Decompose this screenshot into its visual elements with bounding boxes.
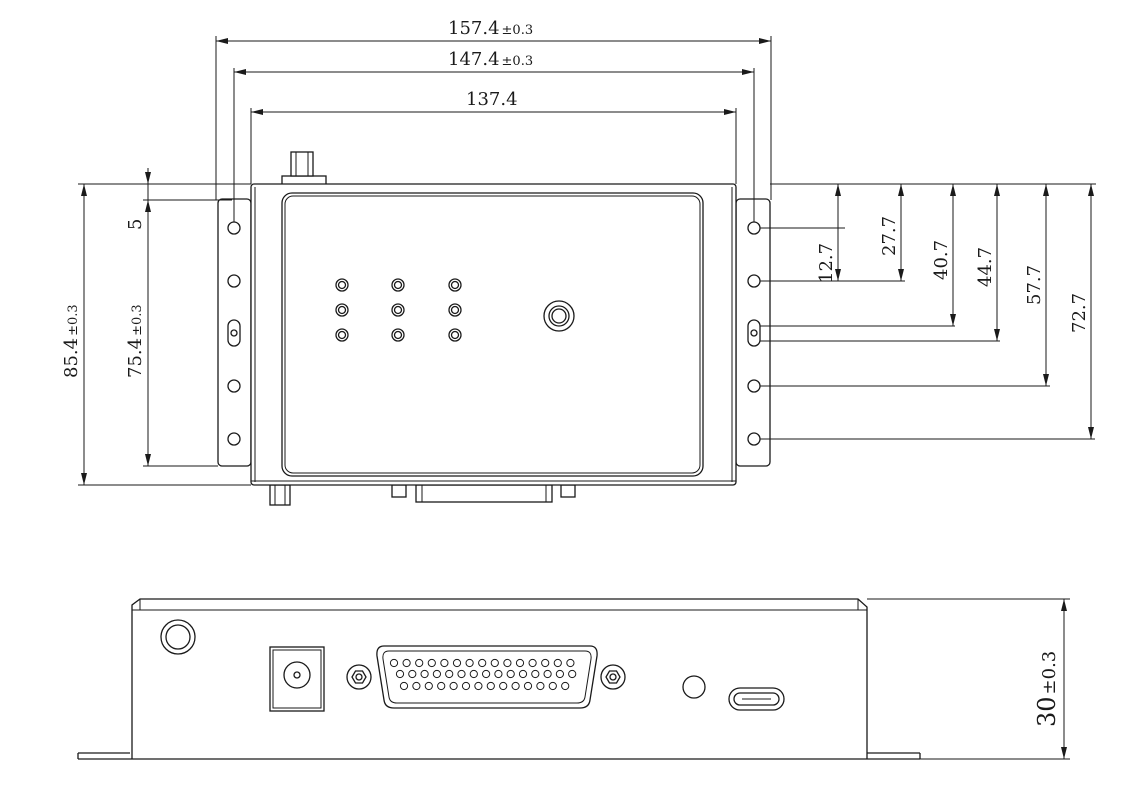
db-pin [408, 669, 417, 679]
dim-hole-6: 72.7 [1069, 293, 1090, 333]
bottom-db-connector [391, 484, 576, 503]
db-pin [548, 681, 557, 691]
bottom-left-connector [269, 484, 291, 506]
antenna-port [160, 619, 196, 655]
db-pin [531, 669, 540, 679]
reset-hole [682, 675, 706, 699]
db-pin [511, 681, 520, 691]
led-indicator [450, 305, 460, 315]
led-indicator [335, 328, 349, 342]
dim-hole-3: 40.7 [931, 240, 952, 280]
dim-height: 30±0.3 [1033, 651, 1061, 727]
db-pin [523, 681, 533, 691]
db-pin [389, 658, 399, 668]
db-pin [566, 658, 575, 668]
top-lid [281, 192, 704, 477]
dim-hole-2: 27.7 [879, 216, 900, 256]
db-pin [503, 658, 512, 668]
dim-hole-4: 44.7 [975, 247, 996, 287]
db-pin [482, 669, 491, 679]
db-pin [420, 669, 429, 679]
led-indicator [335, 303, 349, 317]
led-indicator [391, 328, 405, 342]
dim-hole-5: 57.7 [1024, 265, 1045, 305]
dim-top-offset: 5 [125, 219, 146, 230]
db-pin [474, 681, 483, 691]
led-indicator [450, 330, 460, 340]
front-view: 30±0.3 [77, 598, 1070, 760]
db-pin [490, 658, 499, 668]
left-flange [217, 198, 252, 467]
right-flange [735, 198, 771, 467]
db-pin [445, 669, 454, 679]
led-indicator [393, 305, 403, 315]
db-pin [399, 681, 409, 691]
db-pin [486, 681, 495, 691]
db-pin [461, 681, 471, 691]
led-indicator [337, 305, 347, 315]
db-pin [440, 658, 449, 668]
dim-inner-depth: 75.4±0.3 [125, 304, 146, 378]
right-vertical-dimensions: 12.7 27.7 40.7 44.7 57.7 72.7 [760, 183, 1096, 440]
db-pin [543, 669, 552, 679]
db-pin [402, 658, 411, 668]
db-pin [432, 669, 441, 679]
db-pin [465, 658, 474, 668]
led-indicator [448, 328, 462, 342]
db-pin [536, 681, 545, 691]
led-indicator [391, 303, 405, 317]
usb-c-port [728, 687, 785, 711]
db-pin [515, 658, 525, 668]
led-indicator [337, 280, 347, 290]
top-view [217, 151, 771, 506]
db-pin [452, 658, 462, 668]
led-indicator [448, 278, 462, 292]
db-pin [437, 681, 446, 691]
dim-body-width: 137.4 [466, 89, 518, 110]
db-pin [541, 658, 550, 668]
led-indicator [335, 278, 349, 292]
led-indicator [393, 330, 403, 340]
db-pin [424, 681, 433, 691]
db-pin [478, 658, 487, 668]
db-pin [568, 669, 577, 679]
db-pin [553, 658, 562, 668]
dim-overall-width: 157.4±0.3 [448, 18, 533, 39]
led-indicator [448, 303, 462, 317]
db-pin [415, 658, 424, 668]
led-indicator [393, 280, 403, 290]
db-pin [506, 669, 515, 679]
center-button [543, 300, 575, 332]
dc-power-jack [269, 646, 325, 712]
db-pin [494, 669, 503, 679]
db-pin [449, 681, 458, 691]
left-vertical-dimensions: 85.4±0.3 75.4±0.3 5 [61, 168, 251, 486]
db-pin [412, 681, 421, 691]
db-pin [499, 681, 508, 691]
dim-hole-1: 12.7 [816, 243, 837, 283]
db-pin [555, 669, 565, 679]
front-body [131, 598, 868, 759]
led-grid [335, 278, 462, 342]
db-pin [427, 658, 436, 668]
horizontal-dimensions: 157.4±0.3 147.4±0.3 137.4 [215, 18, 772, 222]
db-pin [561, 681, 570, 691]
dim-overall-depth: 85.4±0.3 [61, 304, 82, 378]
led-indicator [391, 278, 405, 292]
db-pin [518, 669, 528, 679]
db-pin [457, 669, 466, 679]
db-pin [528, 658, 537, 668]
antenna-connector [281, 151, 327, 186]
db-connector [346, 645, 626, 709]
led-indicator [450, 280, 460, 290]
dim-hole-spacing-width: 147.4±0.3 [448, 49, 533, 70]
led-indicator [337, 330, 347, 340]
db-pin [469, 669, 478, 679]
db-pin [395, 669, 405, 679]
